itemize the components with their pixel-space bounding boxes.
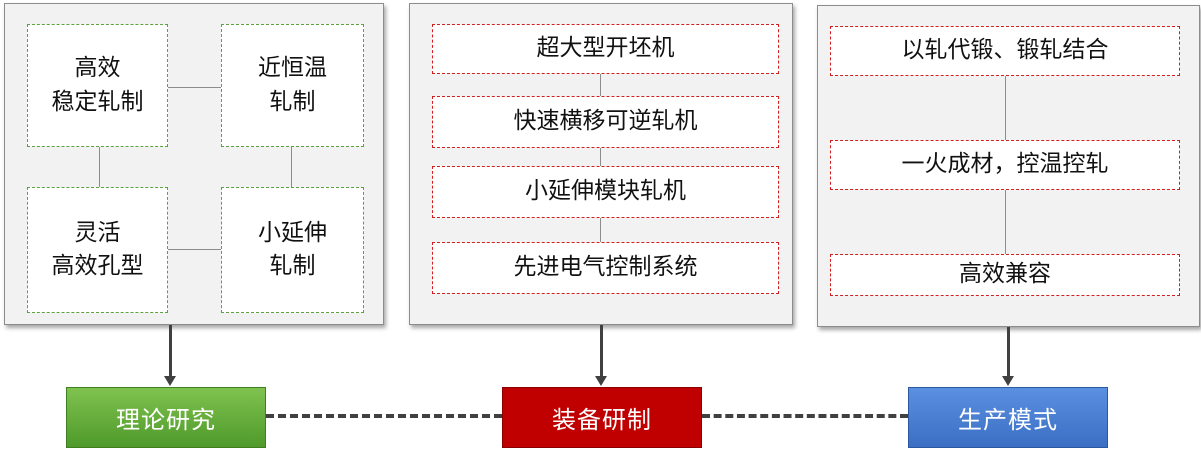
stage-equipment-development: 装备研制	[502, 387, 702, 448]
arrow-head-icon	[1002, 376, 1014, 386]
production-mode-panel: 以轧代锻、锻轧结合 一火成材，控温控轧 高效兼容	[817, 5, 1200, 327]
equipment-item-blooming-mill: 超大型开坯机	[432, 24, 779, 74]
arrow-head-icon	[164, 376, 176, 386]
equipment-item-reversing-mill: 快速横移可逆轧机	[432, 96, 779, 148]
stage-production-mode: 生产模式	[908, 387, 1108, 448]
production-item-forge-roll: 以轧代锻、锻轧结合	[830, 26, 1180, 76]
arrow-down-icon	[600, 325, 603, 376]
connector-line	[168, 249, 221, 250]
connector-line	[1005, 76, 1006, 140]
arrow-down-icon	[1007, 327, 1010, 376]
connector-line	[600, 148, 601, 166]
equipment-item-control-system: 先进电气控制系统	[432, 242, 779, 294]
connector-line	[600, 74, 601, 96]
theory-item-isothermal-rolling: 近恒温 轧制	[221, 24, 364, 147]
dashed-link	[266, 414, 502, 418]
theory-item-stable-rolling: 高效 稳定轧制	[27, 24, 168, 147]
connector-line	[99, 147, 100, 187]
theory-item-small-elongation: 小延伸 轧制	[221, 187, 364, 313]
equipment-development-panel: 超大型开坯机 快速横移可逆轧机 小延伸模块轧机 先进电气控制系统	[409, 3, 793, 325]
arrow-head-icon	[595, 376, 607, 386]
connector-line	[600, 218, 601, 242]
equipment-item-modular-mill: 小延伸模块轧机	[432, 166, 779, 218]
connector-line	[291, 147, 292, 187]
production-item-efficient-compatible: 高效兼容	[830, 254, 1180, 296]
theory-research-panel: 高效 稳定轧制 近恒温 轧制 灵活 高效孔型 小延伸 轧制	[4, 3, 384, 325]
theory-item-flexible-pass: 灵活 高效孔型	[27, 187, 168, 313]
arrow-down-icon	[169, 325, 172, 376]
production-item-one-heat: 一火成材，控温控轧	[830, 140, 1180, 190]
dashed-link	[702, 414, 908, 418]
connector-line	[1005, 190, 1006, 254]
connector-line	[168, 87, 221, 88]
stage-theory-research: 理论研究	[66, 387, 266, 448]
